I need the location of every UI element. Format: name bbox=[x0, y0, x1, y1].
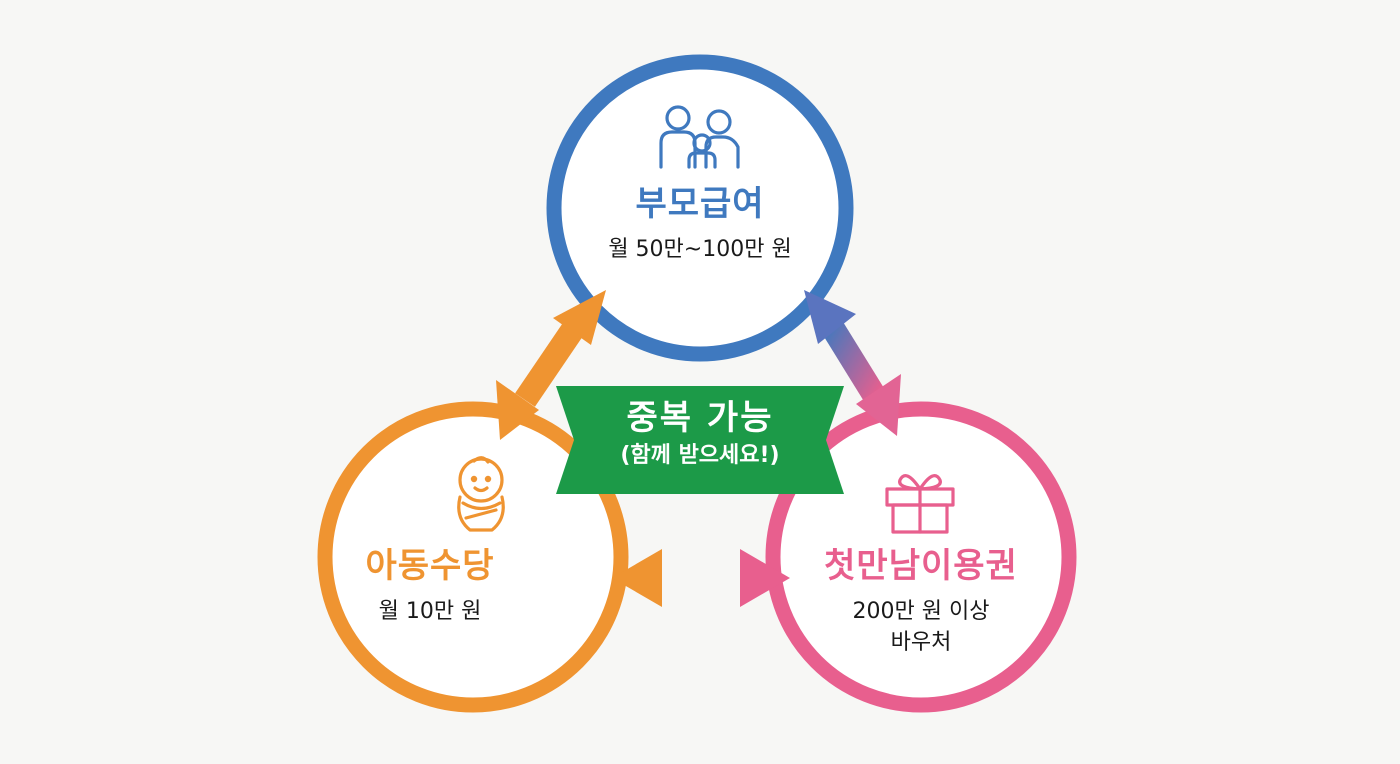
child-allowance-title: 아동수당 bbox=[365, 546, 495, 586]
first-meeting-voucher-ring bbox=[765, 401, 1077, 713]
family-icon bbox=[659, 105, 740, 169]
overlap-banner bbox=[556, 386, 844, 494]
first-meeting-voucher-type: 바우처 bbox=[890, 630, 952, 655]
child-allowance-node: 아동수당 월 10만 원 bbox=[300, 546, 560, 627]
gift-icon bbox=[885, 474, 955, 534]
double-arrow-child-parent bbox=[496, 290, 606, 440]
parent-benefit-node: 부모급여 월 50만~100만 원 bbox=[570, 184, 830, 265]
baby-icon bbox=[457, 456, 505, 532]
overlap-banner-text: 중복 가능 (함께 받으세요!) bbox=[556, 396, 844, 472]
parent-benefit-title: 부모급여 bbox=[635, 184, 765, 224]
double-arrow-child-voucher bbox=[612, 549, 790, 607]
first-meeting-voucher-amount: 200만 원 이상 bbox=[852, 599, 990, 624]
child-allowance-amount: 월 10만 원 bbox=[378, 599, 482, 624]
double-arrow-parent-voucher bbox=[804, 290, 901, 436]
first-meeting-voucher-node: 첫만남이용권 200만 원 이상 바우처 bbox=[791, 546, 1051, 658]
first-meeting-voucher-title: 첫만남이용권 bbox=[824, 546, 1018, 586]
parent-benefit-amount: 월 50만~100만 원 bbox=[608, 237, 792, 262]
banner-subtitle: (함께 받으세요!) bbox=[620, 443, 780, 468]
banner-title: 중복 가능 bbox=[626, 398, 774, 438]
parent-benefit-ring bbox=[546, 54, 854, 362]
child-allowance-ring bbox=[317, 401, 629, 713]
